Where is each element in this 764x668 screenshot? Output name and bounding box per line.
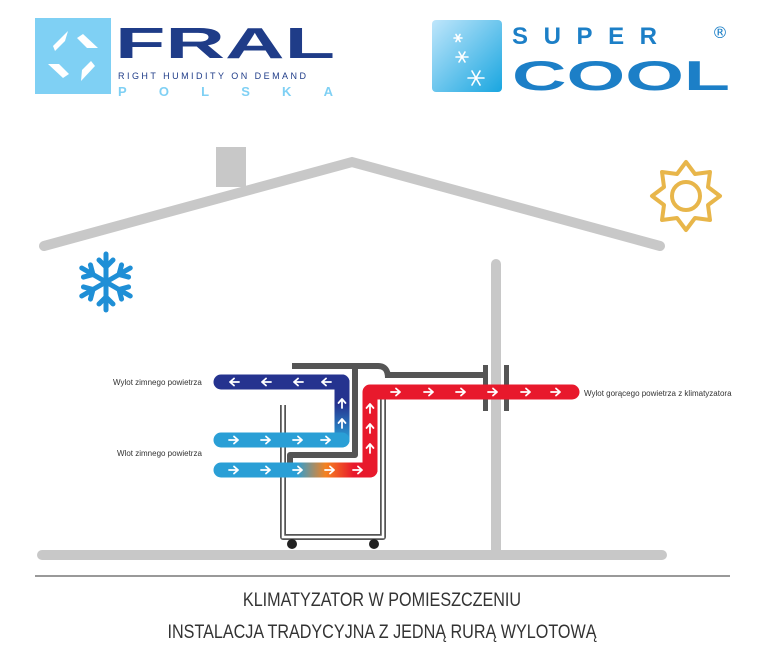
fral-logo-name: FRAL — [115, 19, 335, 68]
wheel — [287, 539, 297, 549]
supercool-line2: COOL — [512, 52, 730, 99]
label-cold-inlet: Wlot zimnego powietrza — [117, 449, 202, 458]
fral-logo-sub: POLSKA — [118, 84, 334, 99]
hot-outlet-flow — [362, 384, 580, 478]
label-hot-outlet: Wylot gorącego powietrza z klimatyzatora — [584, 389, 732, 398]
snowflake-icon — [78, 251, 133, 310]
fral-logo: FRAL RIGHT HUMIDITY ON DEMAND POLSKA — [35, 18, 335, 99]
caption-line-1: KLIMATYZATOR W POMIESZCZENIU — [242, 590, 522, 611]
house-outline — [37, 147, 667, 560]
fral-logo-tagline: RIGHT HUMIDITY ON DEMAND — [118, 71, 307, 81]
caption-line-2: INSTALACJA TRADYCYJNA Z JEDNĄ RURĄ WYLOT… — [167, 622, 597, 643]
snowflakes-icon — [453, 33, 485, 86]
label-cold-outlet: Wylot zimnego powietrza — [113, 378, 202, 387]
registered-mark: ® — [712, 23, 728, 42]
sun-icon — [650, 160, 722, 232]
supercool-line1: SUPER — [512, 23, 657, 50]
supercool-logo: SUPER COOL ® — [432, 20, 730, 99]
wheel — [369, 539, 379, 549]
